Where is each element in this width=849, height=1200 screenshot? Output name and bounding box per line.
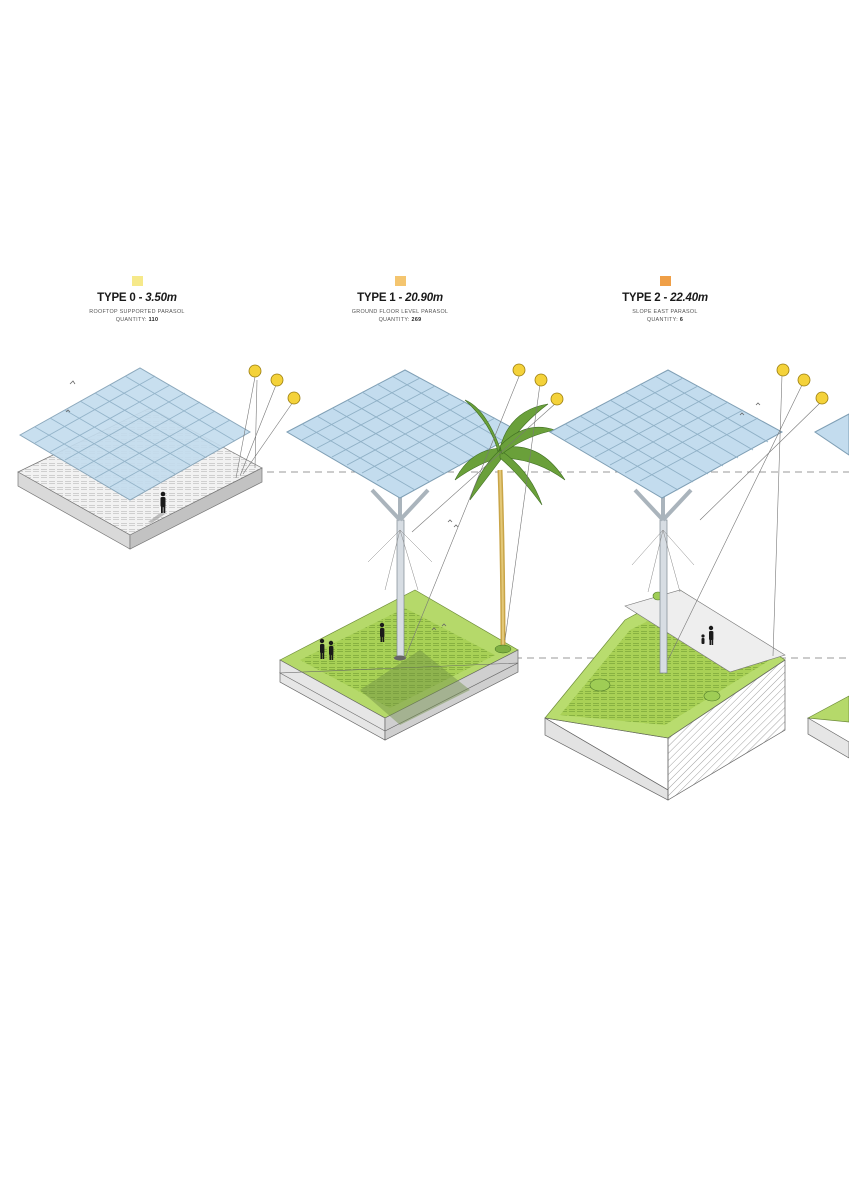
type-1-header: TYPE 1 - 20.90m GROUND FLOOR LEVEL PARAS…	[300, 276, 500, 323]
type-1-quantity-label: QUANTITY:	[378, 317, 410, 323]
type-1-illustration	[278, 369, 566, 741]
solar-canopy-0	[18, 367, 252, 501]
globe-marker-icon	[512, 363, 564, 406]
type-3-partial-illustration	[806, 413, 849, 759]
type-1-title: TYPE 1 - 20.90m	[300, 292, 500, 304]
guide-lines-2	[667, 374, 821, 661]
type-0-header: TYPE 0 - 3.50m ROOFTOP SUPPORTED PARASOL…	[37, 276, 237, 323]
type-0-height: 3.50m	[145, 292, 177, 304]
globe-marker-icon	[776, 363, 829, 405]
type-2-quantity-label: QUANTITY:	[646, 317, 679, 323]
column-1	[370, 480, 430, 661]
type-2-separator: -	[660, 292, 671, 304]
solar-canopy-2	[548, 369, 784, 499]
bird-icon	[65, 380, 76, 413]
type-2-header: TYPE 2 - 22.40m SLOPE EAST PARASOL QUANT…	[565, 276, 765, 323]
type-1-height: 20.90m	[405, 292, 443, 304]
type-0-label: TYPE 0	[97, 292, 136, 304]
type-1-quantity: QUANTITY: 269	[300, 317, 500, 323]
type-2-label: TYPE 2	[622, 292, 661, 304]
person-silhouette-icon	[319, 622, 385, 660]
type-0-quantity-value: 110	[148, 317, 159, 323]
type-1-separator: -	[395, 292, 406, 304]
type-0-separator: -	[135, 292, 146, 304]
reference-lines	[255, 471, 849, 659]
cables-1	[367, 529, 433, 591]
type-2-illustration	[544, 369, 821, 801]
type-2-title: TYPE 2 - 22.40m	[565, 292, 765, 304]
type-1-label: TYPE 1	[357, 292, 396, 304]
type-2-height: 22.40m	[670, 292, 708, 304]
guide-lines-1	[404, 373, 557, 659]
person-silhouette-icon	[701, 625, 714, 645]
shrub	[589, 591, 721, 702]
globe-marker-icon	[248, 364, 301, 405]
type-0-subtitle: ROOFTOP SUPPORTED PARASOL	[89, 309, 185, 315]
type-0-title: TYPE 0 - 3.50m	[37, 292, 237, 304]
bird-icon	[739, 402, 761, 416]
type-2-swatch	[659, 276, 671, 286]
type-1-quantity-value: 269	[411, 317, 422, 323]
type-1-swatch	[394, 276, 406, 286]
type-2-quantity: QUANTITY: 6	[565, 317, 765, 323]
type-0-swatch	[131, 276, 143, 286]
type-0-quantity-label: QUANTITY:	[115, 317, 147, 323]
type-0-quantity: QUANTITY: 110	[37, 317, 237, 323]
type-1-subtitle: GROUND FLOOR LEVEL PARASOL	[351, 309, 449, 315]
type-2-subtitle: SLOPE EAST PARASOL	[632, 309, 698, 315]
guide-lines-0	[235, 376, 294, 479]
person-silhouette-icon	[160, 491, 166, 513]
palm-tree-icon	[454, 399, 566, 654]
bird-icon	[431, 519, 459, 631]
solar-canopy-1	[285, 369, 522, 499]
type-0-illustration	[17, 367, 294, 550]
type-2-quantity-value: 6	[679, 317, 684, 323]
cables-2	[631, 529, 695, 593]
canopy-shadow	[360, 650, 470, 725]
